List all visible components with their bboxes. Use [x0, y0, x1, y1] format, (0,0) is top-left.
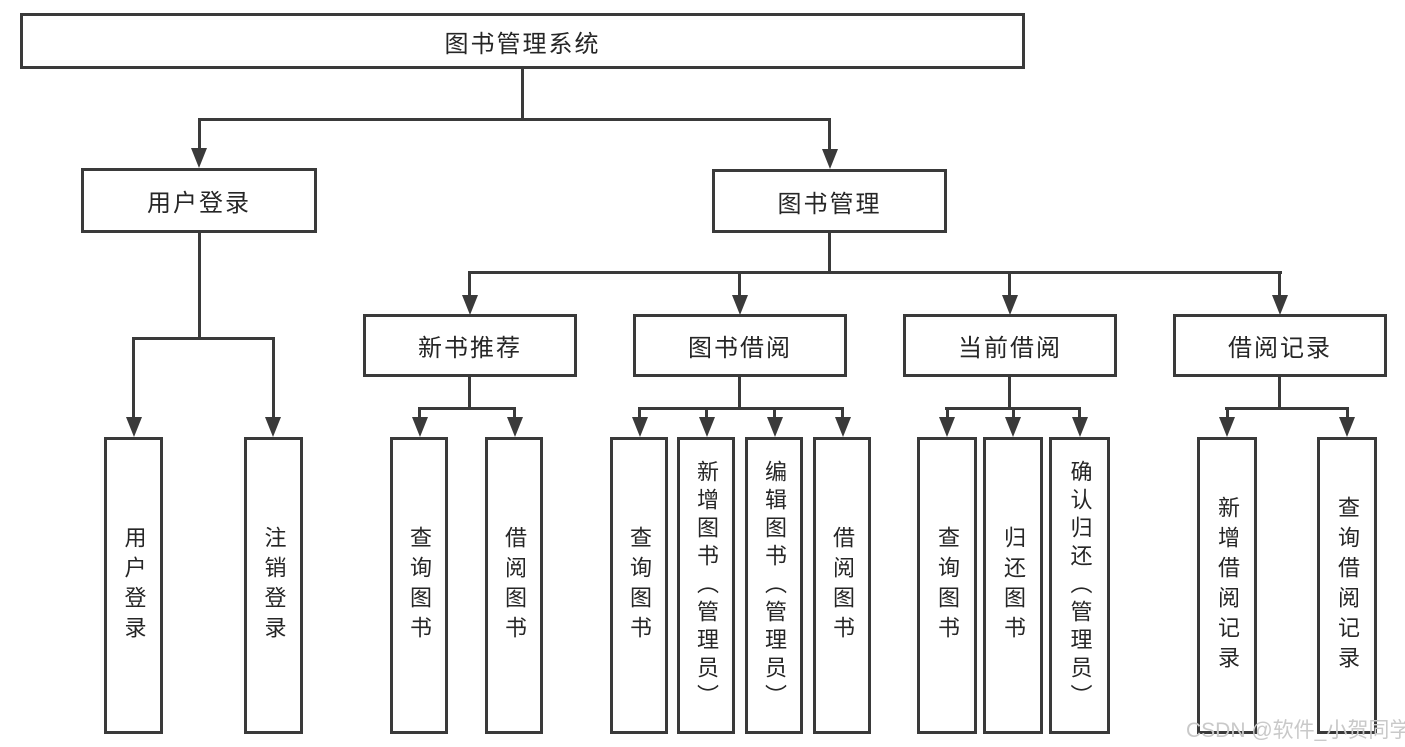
node-user-login-label: 用户登录: [147, 190, 251, 217]
node-library-system-label: 图书管理系统: [444, 30, 601, 58]
arrow-down-icon: [191, 148, 207, 168]
arrow-down-icon: [507, 417, 523, 437]
arrow-down-icon: [412, 417, 428, 437]
arrow-down-icon: [939, 417, 955, 437]
connector-br-query-drop: [1346, 410, 1349, 419]
leaf-nbr-query-book-label: 查询图书: [407, 525, 432, 646]
arrow-down-icon: [1272, 295, 1288, 315]
connector-user-login-drop: [198, 121, 201, 149]
connector-cb-bus: [945, 407, 1081, 410]
connector-leaf-logout-drop: [272, 340, 275, 418]
connector-nbr-stem: [468, 377, 471, 410]
leaf-nbr-borrow-book: 借阅图书: [485, 437, 543, 734]
arrow-down-icon: [1219, 417, 1235, 437]
connector-book-mgmt-drop: [828, 121, 831, 149]
connector-br-bus: [1225, 407, 1349, 410]
node-library-system: 图书管理系统: [20, 13, 1025, 69]
connector-cb-return-drop: [1012, 410, 1015, 419]
leaf-user-login-label: 用户登录: [121, 525, 147, 646]
arrow-down-icon: [265, 417, 281, 437]
leaf-bb-borrow-book: 借阅图书: [813, 437, 871, 734]
leaf-nbr-borrow-book-label: 借阅图书: [502, 525, 527, 646]
leaf-logout: 注销登录: [244, 437, 303, 734]
leaf-br-query-record: 查询借阅记录: [1317, 437, 1377, 734]
leaf-bb-borrow-book-label: 借阅图书: [830, 525, 855, 646]
connector-bb-add-drop: [705, 410, 708, 419]
node-borrowing-records: 借阅记录: [1173, 314, 1387, 377]
connector-bb-borrow-drop: [841, 410, 844, 419]
arrow-down-icon: [1002, 295, 1018, 315]
arrow-down-icon: [822, 149, 838, 169]
connector-book-mgmt-bus: [468, 271, 1282, 274]
leaf-cb-return-book: 归还图书: [983, 437, 1043, 734]
connector-br-stem: [1278, 377, 1281, 410]
connector-root-bus: [198, 118, 831, 121]
connector-nbr-borrow-drop: [513, 410, 516, 419]
node-user-login: 用户登录: [81, 168, 317, 233]
connector-cb-stem: [1008, 377, 1011, 410]
arrow-down-icon: [1005, 417, 1021, 437]
node-borrowing-records-label: 借阅记录: [1228, 335, 1332, 362]
leaf-bb-add-book-label: 新增图书（管理员）: [694, 459, 719, 712]
connector-bb-edit-drop: [773, 410, 776, 419]
leaf-nbr-query-book: 查询图书: [390, 437, 448, 734]
arrow-down-icon: [462, 295, 478, 315]
node-book-borrowing: 图书借阅: [633, 314, 847, 377]
node-new-book-recommend: 新书推荐: [363, 314, 577, 377]
arrow-down-icon: [1072, 417, 1088, 437]
leaf-cb-confirm-return-label: 确认归还（管理员）: [1067, 459, 1093, 712]
leaf-bb-query-book-label: 查询图书: [627, 525, 652, 646]
node-current-borrowing-label: 当前借阅: [958, 335, 1062, 362]
leaf-br-query-record-label: 查询借阅记录: [1335, 495, 1360, 676]
connector-nbr-bus: [418, 407, 516, 410]
connector-br-add-drop: [1226, 410, 1229, 419]
leaf-user-login: 用户登录: [104, 437, 163, 734]
connector-user-login-stem: [198, 233, 201, 340]
arrow-down-icon: [632, 417, 648, 437]
connector-user-login-bus: [132, 337, 275, 340]
arrow-down-icon: [767, 417, 783, 437]
node-current-borrowing: 当前借阅: [903, 314, 1117, 377]
connector-cb-confirm-drop: [1078, 410, 1081, 419]
connector-leaf-user-login-drop: [132, 340, 135, 418]
connector-book-borrow-drop: [738, 274, 741, 297]
arrow-down-icon: [1339, 417, 1355, 437]
leaf-cb-confirm-return: 确认归还（管理员）: [1049, 437, 1110, 734]
connector-book-mgmt-stem: [828, 233, 831, 274]
connector-current-borrow-drop: [1008, 274, 1011, 297]
connector-bb-stem: [738, 377, 741, 410]
node-book-management-label: 图书管理: [777, 190, 882, 218]
leaf-cb-return-book-label: 归还图书: [1001, 525, 1026, 646]
node-new-book-recommend-label: 新书推荐: [418, 335, 522, 362]
arrow-down-icon: [732, 295, 748, 315]
connector-bb-bus: [638, 407, 844, 410]
arrow-down-icon: [699, 417, 715, 437]
connector-borrow-record-drop: [1278, 274, 1281, 297]
leaf-bb-edit-book: 编辑图书（管理员）: [745, 437, 803, 734]
leaf-cb-query-book: 查询图书: [917, 437, 977, 734]
leaf-cb-query-book-label: 查询图书: [935, 525, 960, 646]
connector-cb-query-drop: [946, 410, 949, 419]
connector-nbr-query-drop: [418, 410, 421, 419]
arrow-down-icon: [126, 417, 142, 437]
node-book-borrowing-label: 图书借阅: [688, 335, 792, 362]
leaf-logout-label: 注销登录: [261, 525, 287, 646]
arrow-down-icon: [835, 417, 851, 437]
connector-bb-query-drop: [638, 410, 641, 419]
node-book-management: 图书管理: [712, 169, 947, 233]
connector-new-book-drop: [468, 274, 471, 297]
leaf-br-add-record: 新增借阅记录: [1197, 437, 1257, 734]
leaf-br-add-record-label: 新增借阅记录: [1215, 495, 1240, 676]
connector-root-stem: [521, 69, 524, 121]
leaf-bb-add-book: 新增图书（管理员）: [677, 437, 735, 734]
leaf-bb-edit-book-label: 编辑图书（管理员）: [762, 459, 787, 712]
csdn-watermark: CSDN @软件_小贺同学: [1186, 719, 1405, 742]
leaf-bb-query-book: 查询图书: [610, 437, 668, 734]
